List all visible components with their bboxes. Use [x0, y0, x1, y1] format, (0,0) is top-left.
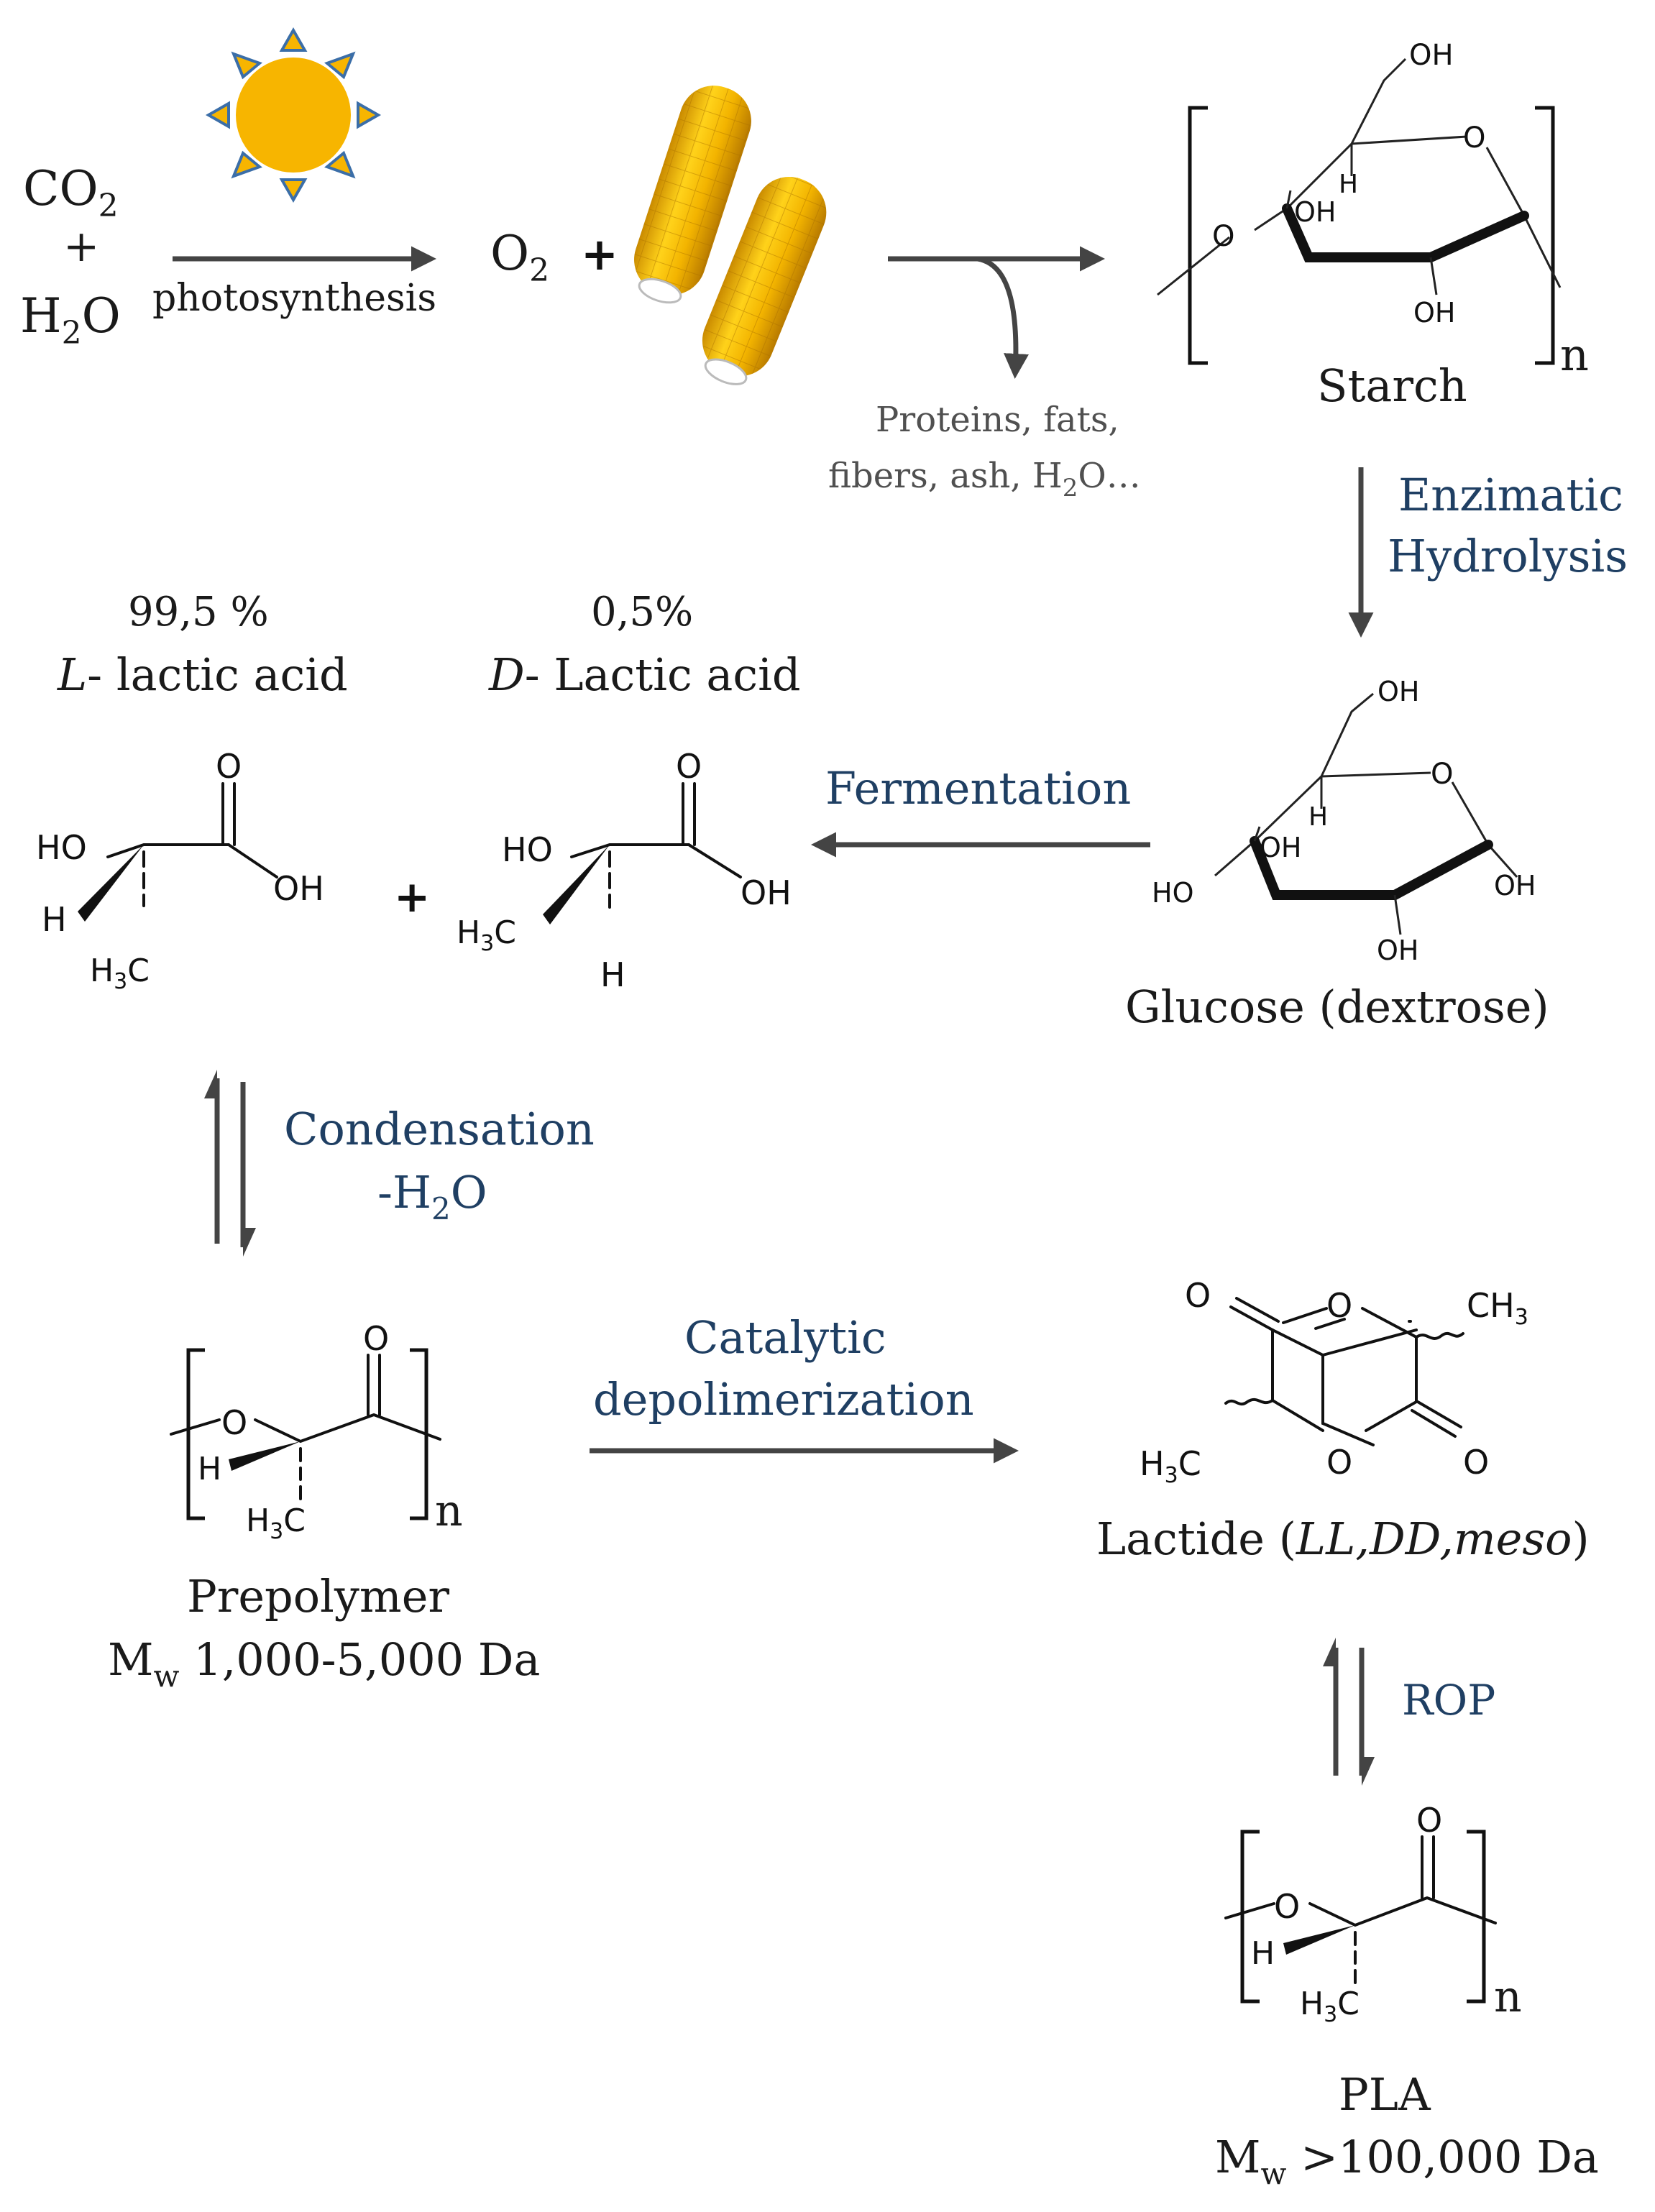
pla-ester-o: O: [1274, 1887, 1300, 1926]
byproducts-line-1: Proteins, fats,: [876, 400, 1119, 440]
l-lactic-oh: OH: [273, 869, 324, 908]
d-lactic-percent: 0,5%: [591, 589, 693, 635]
prepolymer-mw: Mw 1,000-5,000 Da: [108, 1633, 540, 1694]
photosynthesis-reactants: CO2 + H2O: [20, 161, 121, 352]
glucose-label: Glucose (dextrose): [1125, 981, 1549, 1033]
l-lactic-h3c: H3C: [90, 953, 150, 994]
corn-cob-icon: [634, 86, 827, 385]
lactide-o-bottom: O: [1463, 1443, 1489, 1482]
glucose-structure: OH O H OH HO OH OH: [1152, 676, 1536, 966]
pla-mw: Mw >100,000 Da: [1215, 2131, 1599, 2191]
glucose-oh-mid: OH: [1260, 832, 1301, 863]
lactide-ch3: CH3: [1467, 1286, 1528, 1330]
l-lactic-acid-label: L- lactic acid: [57, 648, 348, 701]
d-lactic-h: H: [600, 955, 625, 994]
lactide-o-ring-top: O: [1326, 1286, 1352, 1325]
product-plus: +: [581, 228, 618, 280]
byproducts-line-2: fibers, ash, H2O…: [828, 456, 1141, 502]
starch-structure: n OH O H OH OH O: [1157, 39, 1589, 381]
o2-label: O2: [490, 226, 549, 289]
starch-ring-o: O: [1463, 121, 1485, 155]
lactide-o-top: O: [1185, 1276, 1211, 1315]
condensation-equilibrium-arrows: [204, 1070, 256, 1257]
glucose-oh-right: OH: [1494, 870, 1536, 901]
glucose-ring-o: O: [1431, 758, 1453, 791]
prepolymer-ester-o: O: [221, 1403, 247, 1442]
l-lactic-percent: 99,5 %: [128, 589, 269, 635]
photosynthesis-arrow: photosynthesis: [152, 246, 436, 320]
d-lactic-acid-label: D- Lactic acid: [488, 648, 801, 701]
starch-oh-bottom: OH: [1413, 297, 1455, 329]
pla-repeat-n: n: [1494, 1972, 1522, 2022]
sun-icon: [205, 27, 382, 203]
fermentation-label: Fermentation: [825, 762, 1131, 814]
glucose-oh-bottom: OH: [1377, 935, 1418, 966]
photosynthesis-label: photosynthesis: [152, 277, 436, 320]
prepolymer-repeat-n: n: [435, 1486, 463, 1536]
prepolymer-h3c: H3C: [246, 1502, 306, 1544]
depolymerization-label-line-2: depolimerization: [593, 1373, 974, 1426]
l-lactic-h: H: [42, 900, 67, 939]
pla-structure: n O O H H3C: [1224, 1801, 1522, 2027]
pla-h: H: [1251, 1935, 1275, 1972]
wedge-bond: [229, 1441, 301, 1471]
starch-repeat-n: n: [1560, 329, 1589, 381]
h2o-label: H2O: [20, 288, 121, 352]
d-lactic-o: O: [676, 747, 702, 786]
lactide-h3c: H3C: [1140, 1444, 1201, 1488]
d-lactic-acid-structure: O HO OH H3C H: [457, 747, 792, 994]
d-lactic-h3c: H3C: [457, 914, 516, 956]
rop-label: ROP: [1402, 1676, 1495, 1725]
hydrolysis-label-line-2: Hydrolysis: [1388, 530, 1628, 582]
l-lactic-ho: HO: [36, 828, 87, 867]
condensation-label-line-1: Condensation: [284, 1103, 595, 1155]
lactide-o-ring-bottom: O: [1326, 1443, 1352, 1482]
lactide-label: Lactide (LL,DD,meso): [1096, 1513, 1590, 1565]
starch-oh-top: OH: [1409, 39, 1454, 72]
l-lactic-acid-structure: O HO OH H H3C: [36, 747, 324, 994]
d-lactic-oh: OH: [741, 873, 792, 912]
co2-label: CO2: [23, 161, 119, 224]
prepolymer-label: Prepolymer: [187, 1570, 449, 1623]
l-lactic-o: O: [216, 747, 242, 786]
starch-label: Starch: [1317, 359, 1467, 412]
glucose-h: H: [1308, 802, 1328, 832]
starch-o-link: O: [1212, 220, 1234, 253]
lactic-plus: +: [394, 872, 430, 922]
pla-label: PLA: [1339, 2068, 1431, 2121]
condensation-label-line-2: -H2O: [377, 1166, 487, 1226]
wedge-bond: [543, 845, 610, 924]
rop-equilibrium-arrows: [1323, 1638, 1375, 1786]
pla-h3c: H3C: [1300, 1986, 1360, 2027]
starch-oh-mid: OH: [1294, 196, 1336, 228]
reactant-plus: +: [63, 221, 99, 272]
starch-arrow: [888, 246, 1105, 379]
glucose-oh-top: OH: [1377, 676, 1419, 707]
hydrolysis-label-line-1: Enzimatic: [1398, 469, 1623, 521]
pla-carbonyl-o: O: [1416, 1801, 1442, 1840]
glucose-ho-left: HO: [1152, 877, 1193, 909]
wedge-bond: [78, 845, 144, 922]
depolymerization-label-line-1: Catalytic: [684, 1311, 886, 1364]
d-lactic-ho: HO: [502, 830, 553, 869]
starch-h: H: [1339, 170, 1358, 199]
prepolymer-structure: n O O H H3C: [170, 1319, 463, 1544]
prepolymer-h: H: [198, 1451, 221, 1487]
wedge-bond: [1283, 1925, 1355, 1955]
lactide-structure: O O CH3 H3C O O: [1140, 1276, 1528, 1488]
prepolymer-carbonyl-o: O: [363, 1319, 389, 1358]
